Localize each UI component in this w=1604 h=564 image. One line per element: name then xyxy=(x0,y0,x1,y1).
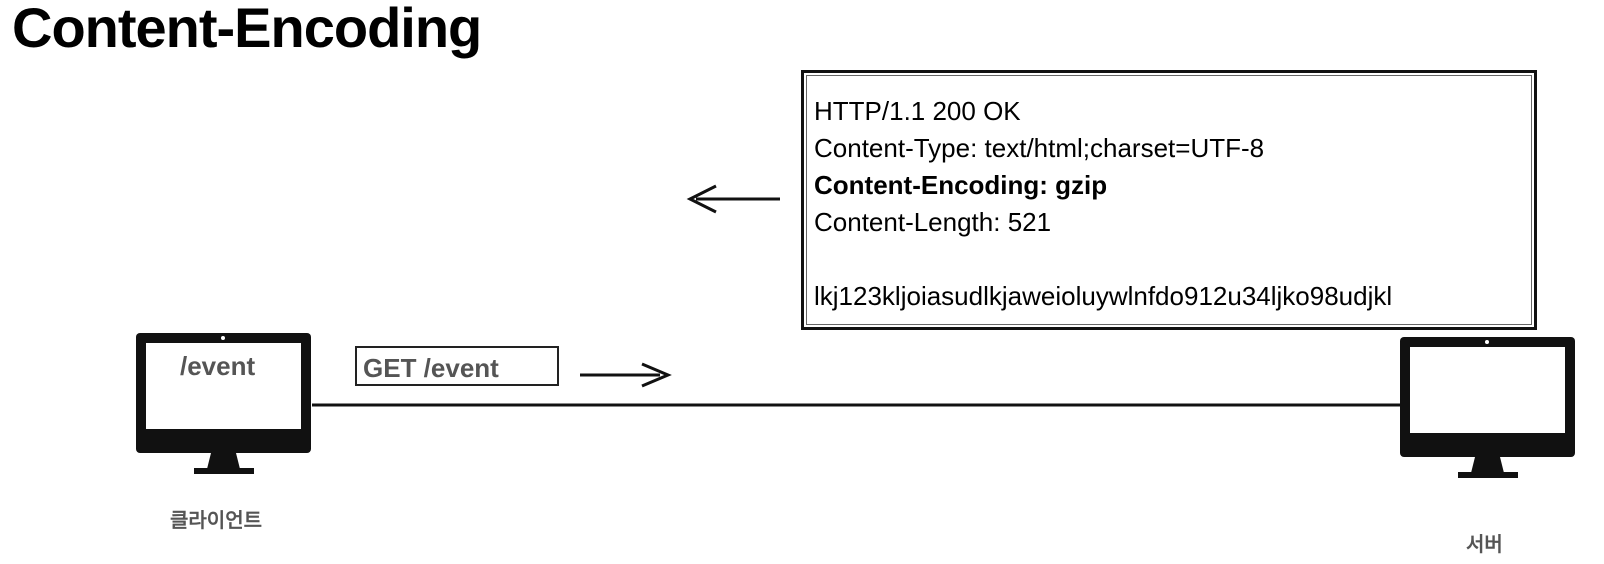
client-screen-text: /event xyxy=(180,351,256,381)
response-message: HTTP/1.1 200 OK Content-Type: text/html;… xyxy=(801,70,1537,330)
content-length-header: Content-Length: 521 xyxy=(814,207,1052,237)
request-message: GET /event xyxy=(355,346,559,386)
content-type-header: Content-Type: text/html;charset=UTF-8 xyxy=(814,133,1265,163)
content-encoding-header: Content-Encoding: gzip xyxy=(814,170,1108,200)
response-body: lkj123kljoiasudlkjaweioluywlnfdo912u34lj… xyxy=(814,281,1393,311)
server-label: 서버 xyxy=(1466,534,1503,556)
monitor-icon xyxy=(1400,337,1575,478)
monitor-icon xyxy=(136,333,311,474)
response-arrow xyxy=(686,184,780,214)
status-line: HTTP/1.1 200 OK xyxy=(814,96,1021,126)
request-arrow xyxy=(580,362,672,388)
client-computer: /event xyxy=(136,333,311,475)
server-computer xyxy=(1400,337,1575,479)
client-label: 클라이언트 xyxy=(170,510,262,532)
header-body-separator xyxy=(814,241,1534,278)
page-title: Content-Encoding xyxy=(12,0,482,59)
